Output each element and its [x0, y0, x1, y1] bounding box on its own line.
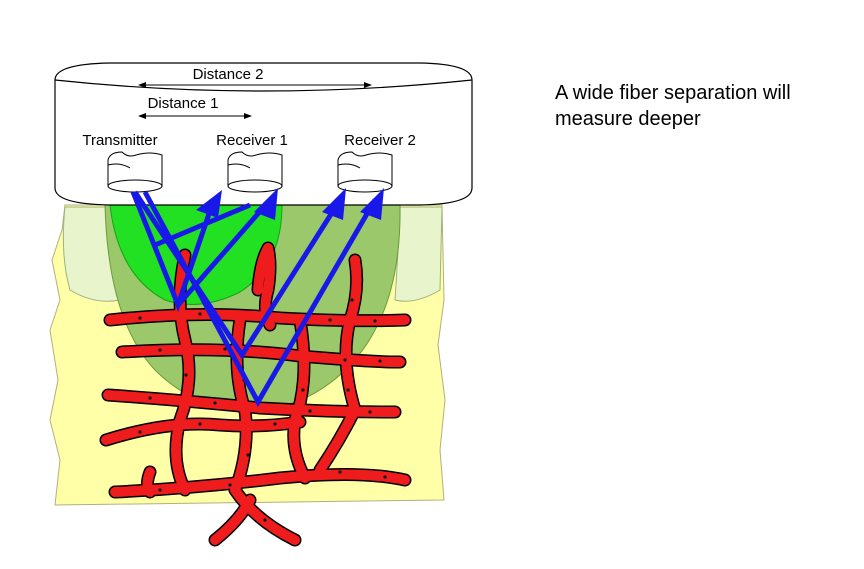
light-path-deep-2 — [142, 190, 378, 408]
fiber-separation-note: A wide fiber separation will measure dee… — [555, 80, 855, 132]
light-paths — [130, 190, 378, 408]
receiver-2-label: Receiver 2 — [344, 132, 416, 149]
distance-2-label: Distance 2 — [193, 66, 264, 83]
arrow-head-icon — [196, 188, 384, 220]
receiver-1-fiber — [227, 151, 283, 193]
light-path-shallow-2 — [176, 198, 272, 307]
receiver-1-label: Receiver 1 — [216, 132, 288, 149]
transmitter-fiber — [107, 151, 163, 193]
receiver-2-fiber — [337, 151, 393, 193]
distance-1-label: Distance 1 — [148, 95, 219, 112]
note-line-2: measure deeper — [555, 108, 701, 130]
note-line-1: A wide fiber separation will — [555, 82, 791, 104]
transmitter-label: Transmitter — [82, 132, 157, 149]
distance-1-arrow — [138, 113, 252, 119]
distance-2-arrow — [138, 82, 372, 88]
light-path-deep-1 — [132, 190, 343, 360]
right-skin-pad — [394, 206, 443, 302]
